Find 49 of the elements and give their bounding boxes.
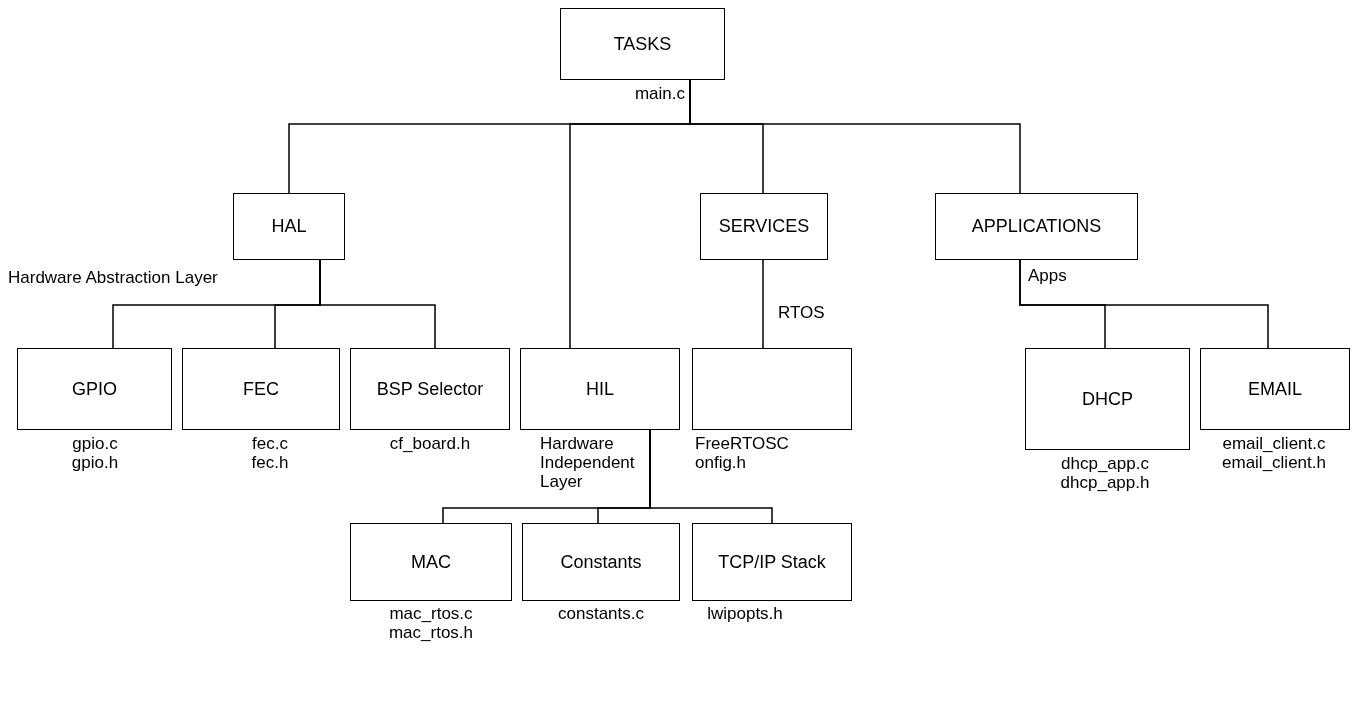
caption-text: gpio.h: [70, 453, 120, 472]
caption-text: dhcp_app.c: [1060, 454, 1150, 473]
module-box: [1025, 348, 1190, 450]
caption-text: dhcp_app.h: [1059, 473, 1151, 492]
module-name: DHCP: [1082, 388, 1133, 410]
caption-text: lwipopts.h: [706, 604, 784, 623]
caption-text: cf_board.h: [388, 434, 472, 453]
module-name: HAL: [271, 216, 307, 237]
module-name: MAC: [411, 551, 451, 573]
caption-text: Hardware Abstraction Layer: [8, 268, 219, 287]
module-box: [522, 523, 680, 601]
module-name: TASKS: [613, 33, 672, 55]
connector-line: [1019, 259, 1269, 349]
module-box: [692, 523, 852, 601]
caption-text: Hardware Independent Layer: [540, 434, 636, 491]
module-name: HIL: [586, 378, 614, 400]
module-name: TCP/IP Stack: [718, 551, 826, 573]
module-name: SERVICES: [718, 216, 810, 237]
module-box: [182, 348, 340, 430]
module-box: [700, 193, 828, 260]
connector-line: [649, 429, 773, 524]
module-box: [692, 348, 852, 430]
module-name: GPIO: [72, 378, 117, 400]
caption-text: mac_rtos.c: [388, 604, 474, 623]
connector-line: [762, 259, 764, 349]
module-name: EMAIL: [1248, 378, 1302, 400]
caption-text: constants.c: [557, 604, 645, 623]
module-box: [17, 348, 172, 430]
module-box: [1200, 348, 1350, 430]
caption-text: gpio.c: [71, 434, 119, 453]
module-name: Constants: [560, 551, 642, 573]
caption-text: main.c: [633, 84, 685, 103]
module-name: APPLICATIONS: [971, 216, 1102, 237]
module-box: [935, 193, 1138, 260]
module-box: [520, 348, 680, 430]
caption-text: fec.h: [250, 453, 290, 472]
caption-text: email_client.c: [1221, 434, 1327, 453]
module-name: FEC: [243, 378, 279, 400]
connector-line: [319, 259, 436, 349]
caption-text: Apps: [1028, 266, 1068, 285]
module-box: [233, 193, 345, 260]
caption-text: fec.c: [251, 434, 289, 453]
caption-text: FreeRTOSConfig.h: [695, 434, 790, 472]
caption-text: email_client.h: [1221, 453, 1327, 472]
module-name: BSP Selector: [376, 378, 484, 400]
module-box: [350, 348, 510, 430]
module-box: [350, 523, 512, 601]
module-box: [560, 8, 725, 80]
caption-text: mac_rtos.h: [387, 623, 475, 642]
